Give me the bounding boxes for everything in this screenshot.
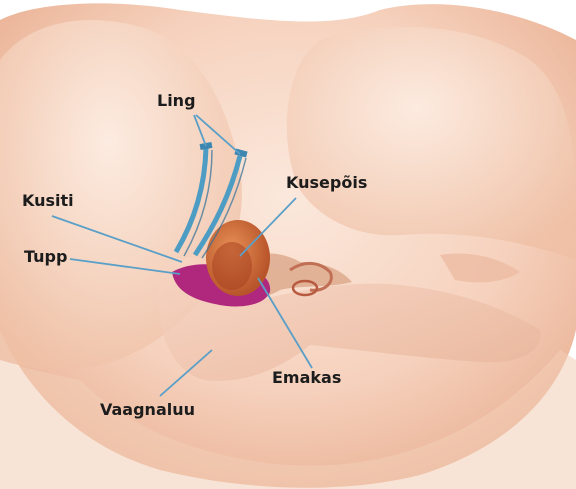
label-vaagnaluu: Vaagnaluu [100,402,195,418]
label-tupp: Tupp [24,249,67,265]
label-kusiti: Kusiti [22,193,74,209]
label-kusepois: Kusepõis [286,175,367,191]
label-emakas: Emakas [272,370,341,386]
label-ling: Ling [157,93,196,109]
